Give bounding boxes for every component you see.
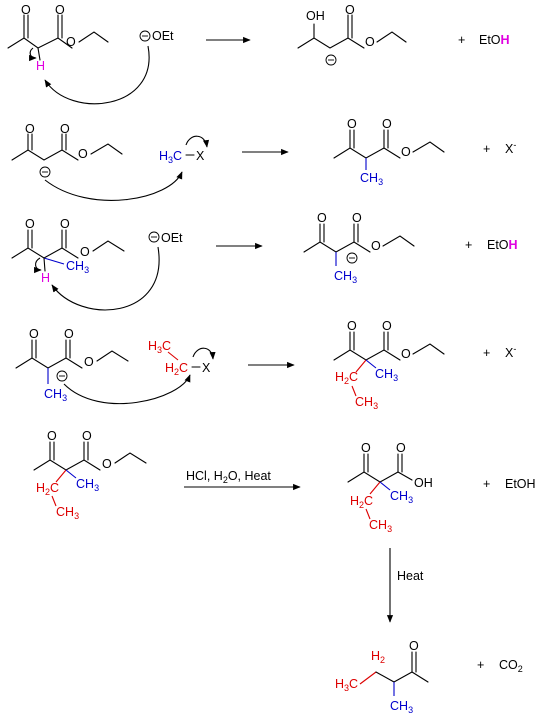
svg-text:CH3: CH3 — [369, 518, 392, 534]
svg-text:O: O — [25, 217, 35, 231]
svg-text:H2C: H2C — [335, 370, 358, 386]
svg-text:O: O — [401, 347, 411, 361]
svg-text:O: O — [60, 122, 70, 136]
step1-base: OEt — [44, 29, 174, 105]
svg-text:H3C: H3C — [335, 677, 358, 693]
svg-text:O: O — [396, 441, 406, 455]
svg-text:+: + — [483, 477, 490, 491]
svg-text:CH3: CH3 — [375, 367, 398, 383]
svg-text:O: O — [317, 211, 327, 225]
step5-reactant: O O O H2C CH3 CH3 — [33, 429, 147, 521]
reagents-label: HCl, H2O, Heat — [186, 469, 271, 485]
svg-text:EtOH: EtOH — [487, 238, 518, 252]
svg-text:CH3: CH3 — [390, 699, 413, 715]
svg-text:O: O — [64, 327, 74, 341]
svg-text:+: + — [465, 238, 472, 252]
svg-text:X: X — [196, 149, 205, 163]
svg-text:H: H — [41, 271, 50, 285]
step3-reactant: O O O CH3 H — [11, 217, 125, 285]
svg-text:CH3: CH3 — [360, 171, 383, 187]
svg-text:CO2: CO2 — [499, 658, 523, 674]
svg-text:O: O — [409, 639, 419, 653]
svg-text:+: + — [483, 346, 490, 360]
svg-text:H2C: H2C — [165, 361, 188, 377]
svg-text:H2C: H2C — [350, 494, 373, 510]
svg-text:OH: OH — [414, 476, 433, 490]
ester-oxygen: O — [66, 35, 76, 49]
step3-product: O O O CH3 — [303, 211, 415, 285]
step4-ethyl-halide: H3C H2C X — [148, 339, 216, 377]
svg-text:CH3: CH3 — [66, 259, 89, 275]
svg-text:O: O — [84, 355, 94, 369]
svg-text:+: + — [477, 658, 484, 672]
curly-arrow-nucleophile — [44, 171, 183, 201]
step1-reactant: O O O H — [7, 3, 109, 73]
svg-text:H2C: H2C — [36, 481, 59, 497]
svg-text:O: O — [102, 457, 112, 471]
svg-text:CH3: CH3 — [56, 505, 79, 521]
curly-arrow-base — [44, 45, 150, 105]
step3-base: OEt — [51, 231, 183, 311]
curly-arrow-bond — [29, 47, 37, 62]
plus-sign: + — [458, 33, 465, 47]
svg-text:X: X — [202, 361, 211, 375]
svg-text:O: O — [352, 211, 362, 225]
svg-text:H3C: H3C — [148, 339, 171, 355]
svg-text:O: O — [401, 145, 411, 159]
svg-text:O: O — [78, 147, 88, 161]
step5-product: O O OH H2C CH3 CH3 — [347, 441, 433, 534]
step2-reactant: O O O — [11, 122, 183, 201]
svg-text:O: O — [347, 117, 357, 131]
svg-text:O: O — [47, 429, 57, 443]
svg-text:+: + — [483, 142, 490, 156]
step4-reactant: O O O CH3 — [15, 327, 191, 405]
ethanol-label: EtOH — [479, 33, 510, 47]
svg-text:X-: X- — [505, 140, 516, 156]
curly-arrow-leaving-group — [185, 135, 210, 148]
step6-product: H2 H3C O CH3 — [335, 639, 429, 715]
svg-text:O: O — [382, 117, 392, 131]
svg-text:O: O — [25, 122, 35, 136]
svg-text:O: O — [347, 319, 357, 333]
svg-text:CH3: CH3 — [76, 477, 99, 493]
svg-text:O: O — [361, 441, 371, 455]
step4-product: O O O H2C CH3 CH3 — [333, 319, 445, 411]
svg-text:O: O — [365, 35, 375, 49]
svg-text:O: O — [345, 3, 355, 17]
svg-text:OEt: OEt — [161, 231, 183, 245]
carbonyl-oxygen: O — [21, 3, 31, 17]
step2-methyl-halide: H3C X — [159, 135, 210, 165]
ester-carbonyl-oxygen: O — [55, 3, 65, 17]
svg-text:X-: X- — [505, 344, 516, 360]
svg-text:EtOH: EtOH — [505, 477, 536, 491]
svg-text:H3C: H3C — [159, 149, 182, 165]
alpha-hydrogen: H — [36, 59, 45, 73]
step1-product: OH O O — [297, 3, 407, 66]
svg-text:CH3: CH3 — [355, 395, 378, 411]
svg-text:CH3: CH3 — [334, 269, 357, 285]
svg-text:H2: H2 — [371, 649, 385, 665]
hydroxyl-label: OH — [306, 9, 325, 23]
svg-text:O: O — [80, 245, 90, 259]
svg-text:CH3: CH3 — [390, 489, 413, 505]
svg-text:O: O — [29, 327, 39, 341]
ethoxide-label: OEt — [152, 29, 174, 43]
svg-text:O: O — [60, 217, 70, 231]
svg-text:CH3: CH3 — [44, 387, 67, 403]
svg-text:O: O — [382, 319, 392, 333]
svg-text:O: O — [82, 429, 92, 443]
heat-label: Heat — [397, 569, 424, 583]
svg-text:O: O — [371, 239, 381, 253]
step2-product: O O O CH3 — [333, 117, 445, 187]
